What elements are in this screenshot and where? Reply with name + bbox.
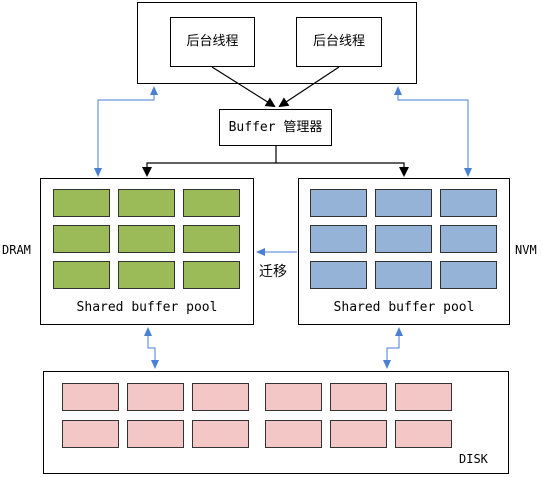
nvm-to-threads-link <box>394 86 472 177</box>
dram-to-disk-link <box>144 327 159 369</box>
disk-block-cell <box>395 383 452 411</box>
buffer-manager-label: Buffer 管理器 <box>228 120 323 135</box>
nvm-buffer-cell <box>375 225 432 253</box>
dram-buffer-cell <box>118 189 175 217</box>
nvm-buffer-cell <box>440 225 497 253</box>
dram-buffer-cell <box>53 189 110 217</box>
nvm-pool-label: Shared buffer pool <box>333 300 475 315</box>
nvm-buffer-cell <box>375 189 432 217</box>
thread-label-left: 后台线程 <box>186 34 239 49</box>
buffer-manager-box: Buffer 管理器 <box>219 109 332 146</box>
disk-block-cell <box>330 383 387 411</box>
nvm-to-disk-link <box>383 327 403 369</box>
nvm-buffer-cell <box>310 189 367 217</box>
dram-buffer-cell <box>118 225 175 253</box>
dram-buffer-cell <box>183 189 240 217</box>
disk-block-cell <box>395 420 452 448</box>
disk-block-cell <box>330 420 387 448</box>
nvm-buffer-cell <box>440 261 497 289</box>
disk-block-cell <box>62 420 119 448</box>
nvm-side-label: NVM <box>515 243 537 257</box>
migration-label: 迁移 <box>259 264 287 280</box>
dram-buffer-cell <box>53 261 110 289</box>
dram-buffer-cell <box>183 225 240 253</box>
disk-box: DISK <box>43 371 509 474</box>
nvm-buffer-cell <box>310 225 367 253</box>
dram-buffer-cell <box>183 261 240 289</box>
nvm-buffer-cell <box>310 261 367 289</box>
nvm-pool-box: Shared buffer pool <box>298 178 510 325</box>
disk-block-cell <box>192 420 249 448</box>
thread-label-right: 后台线程 <box>312 34 365 49</box>
disk-block-cell <box>265 420 322 448</box>
dram-side-label: DRAM <box>2 243 31 257</box>
dram-buffer-cell <box>118 261 175 289</box>
disk-block-cell <box>127 383 184 411</box>
dram-pool-label: Shared buffer pool <box>76 300 218 315</box>
manager-to-nvm-arrow <box>276 162 409 177</box>
thread-box-right: 后台线程 <box>296 17 382 67</box>
disk-block-cell <box>127 420 184 448</box>
disk-block-cell <box>62 383 119 411</box>
dram-to-threads-link <box>94 86 158 177</box>
manager-to-dram-arrow <box>142 162 276 177</box>
nvm-buffer-cell <box>375 261 432 289</box>
disk-block-cell <box>265 383 322 411</box>
dram-buffer-cell <box>53 225 110 253</box>
nvm-buffer-cell <box>440 189 497 217</box>
disk-label: DISK <box>459 452 488 466</box>
dram-pool-box: Shared buffer pool <box>40 178 254 325</box>
thread-box-left: 后台线程 <box>170 17 255 67</box>
disk-block-cell <box>192 383 249 411</box>
